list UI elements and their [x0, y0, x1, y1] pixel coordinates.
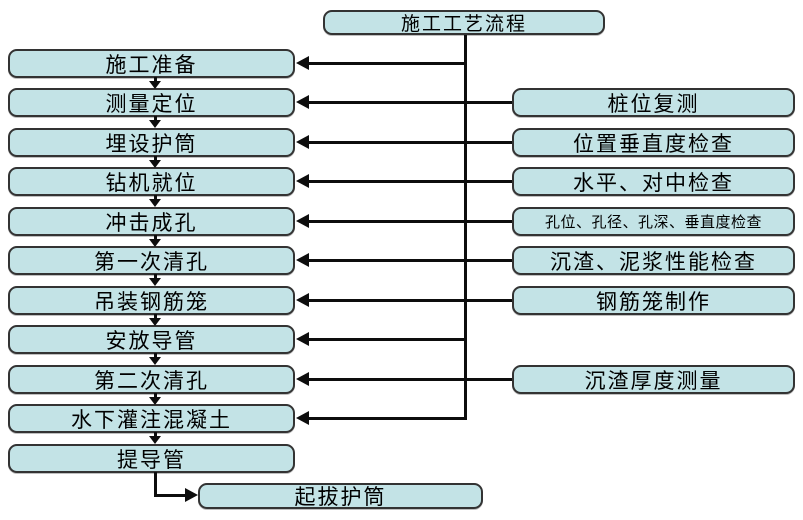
- elbow-connector-horizontal: [154, 494, 186, 497]
- step-survey-positioning: 测量定位: [8, 88, 295, 117]
- connector-row-9: [308, 378, 512, 381]
- node-label: 孔位、孔径、孔深、垂直度检查: [544, 215, 762, 231]
- arrowhead-row-7: [296, 293, 309, 307]
- step-casing-installation: 埋设护筒: [8, 128, 295, 157]
- node-label: 位置垂直度检查: [573, 131, 734, 156]
- step-first-hole-cleaning: 第一次清孔: [8, 246, 295, 275]
- check-pile-position-resurvey: 桩位复测: [512, 88, 795, 117]
- arrowhead-row-5: [296, 214, 309, 228]
- check-sediment-thickness: 沉渣厚度测量: [512, 365, 795, 394]
- step-drill-rig-positioning: 钻机就位: [8, 167, 295, 196]
- node-label: 冲击成孔: [105, 210, 198, 235]
- node-label: 水下灌注混凝土: [71, 407, 232, 432]
- node-label: 沉渣厚度测量: [584, 368, 723, 393]
- step-tremie-pipe-lifting: 提导管: [8, 444, 295, 473]
- connector-row-5: [308, 220, 512, 223]
- trunk-line: [464, 35, 467, 420]
- down-arrow-5: [149, 239, 161, 247]
- check-hole-dimensions: 孔位、孔径、孔深、垂直度检查: [512, 207, 795, 236]
- node-label: 第二次清孔: [94, 368, 209, 393]
- check-rebar-cage-fabrication: 钢筋笼制作: [512, 286, 795, 315]
- down-arrow-10: [149, 436, 161, 444]
- down-arrow-7: [149, 318, 161, 326]
- connector-row-2: [308, 101, 512, 104]
- node-label: 起拔护筒: [294, 485, 387, 509]
- down-arrow-stem-6: [154, 274, 157, 279]
- node-process-flow-title: 施工工艺流程: [323, 10, 605, 35]
- check-level-centering: 水平、对中检查: [512, 167, 795, 196]
- connector-row-8: [308, 338, 467, 341]
- arrowhead-row-2: [296, 95, 309, 109]
- node-label: 钢筋笼制作: [596, 289, 711, 314]
- down-arrow-4: [149, 199, 161, 207]
- check-sediment-slurry: 沉渣、泥浆性能检查: [512, 246, 795, 275]
- down-arrow-stem-10: [154, 432, 157, 437]
- step-tremie-pipe-placement: 安放导管: [8, 325, 295, 354]
- connector-row-7: [308, 299, 512, 302]
- node-label: 吊装钢筋笼: [94, 289, 209, 314]
- step-casing-extraction: 起拔护筒: [198, 483, 483, 509]
- node-label: 沉渣、泥浆性能检查: [550, 249, 757, 274]
- node-label: 施工准备: [105, 52, 198, 77]
- down-arrow-6: [149, 278, 161, 286]
- arrowhead-row-10: [296, 411, 309, 425]
- down-arrow-stem-4: [154, 195, 157, 200]
- down-arrow-8: [149, 357, 161, 365]
- step-second-hole-cleaning: 第二次清孔: [8, 365, 295, 394]
- step-rebar-cage-hoisting: 吊装钢筋笼: [8, 286, 295, 315]
- node-label: 钻机就位: [105, 170, 198, 195]
- down-arrow-3: [149, 160, 161, 168]
- down-arrow-stem-5: [154, 235, 157, 240]
- node-label: 测量定位: [105, 91, 198, 116]
- down-arrow-stem-9: [154, 393, 157, 398]
- elbow-connector-vertical: [154, 472, 157, 497]
- down-arrow-9: [149, 397, 161, 405]
- down-arrow-stem-1: [154, 77, 157, 82]
- node-label: 桩位复测: [607, 91, 700, 116]
- arrowhead-row-9: [296, 372, 309, 386]
- arrowhead-row-6: [296, 253, 309, 267]
- arrowhead-final: [185, 488, 198, 502]
- arrowhead-row-8: [296, 332, 309, 346]
- connector-row-4: [308, 180, 512, 183]
- node-label: 第一次清孔: [94, 249, 209, 274]
- connector-row-10: [308, 417, 467, 420]
- node-label: 水平、对中检查: [573, 170, 734, 195]
- down-arrow-1: [149, 81, 161, 89]
- down-arrow-stem-3: [154, 156, 157, 161]
- step-percussion-drilling: 冲击成孔: [8, 207, 295, 236]
- down-arrow-stem-2: [154, 116, 157, 121]
- down-arrow-stem-7: [154, 314, 157, 319]
- connector-row-1: [308, 62, 467, 65]
- node-label: 安放导管: [105, 328, 198, 353]
- arrowhead-row-3: [296, 135, 309, 149]
- down-arrow-2: [149, 120, 161, 128]
- node-label: 施工工艺流程: [400, 14, 527, 35]
- step-construction-preparation: 施工准备: [8, 49, 295, 78]
- arrowhead-row-1: [296, 56, 309, 70]
- step-underwater-concrete-pouring: 水下灌注混凝土: [8, 404, 295, 433]
- arrowhead-row-4: [296, 174, 309, 188]
- connector-row-3: [308, 141, 512, 144]
- node-label: 埋设护筒: [105, 131, 198, 156]
- down-arrow-stem-8: [154, 353, 157, 358]
- node-label: 提导管: [117, 447, 186, 472]
- connector-row-6: [308, 259, 512, 262]
- check-position-verticality: 位置垂直度检查: [512, 128, 795, 157]
